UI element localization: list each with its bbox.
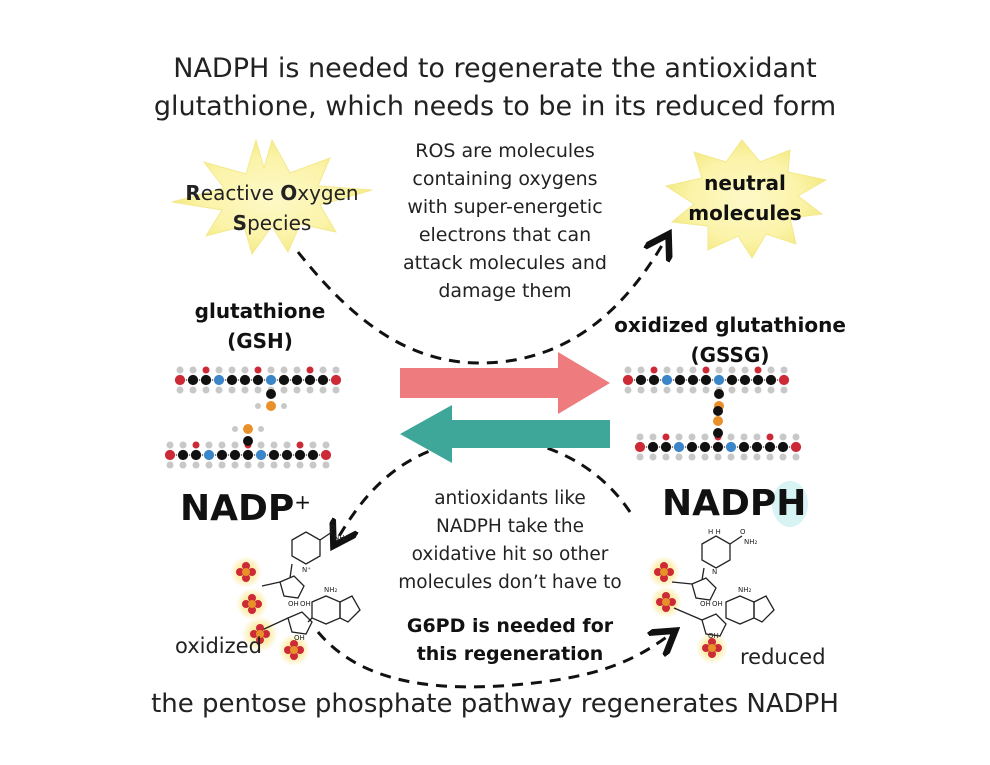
svg-text:H H: H H bbox=[708, 528, 721, 536]
ros-description-line: electrons that can bbox=[418, 224, 592, 246]
g6pd-note-line: this regeneration bbox=[416, 643, 604, 665]
svg-text:O: O bbox=[330, 524, 336, 532]
glutathione-label-line-2: (GSH) bbox=[227, 329, 293, 353]
glutathione-label-line-1: glutathione bbox=[194, 299, 326, 323]
svg-text:OH: OH bbox=[708, 632, 719, 640]
antioxidant-note-line: NADPH take the bbox=[436, 516, 584, 537]
svg-text:NH₂: NH₂ bbox=[324, 586, 338, 594]
nadph-label-h: H bbox=[776, 483, 807, 524]
antioxidant-note-line: antioxidants like bbox=[434, 488, 586, 509]
gssg-molecule-top-icon bbox=[622, 366, 790, 411]
svg-text:O: O bbox=[740, 528, 746, 536]
bottom-caption: the pentose phosphate pathway regenerate… bbox=[151, 689, 839, 719]
ros-description-line: ROS are molecules bbox=[415, 140, 595, 162]
ros-word-3-rest: pecies bbox=[247, 211, 312, 235]
nadp-label-main: NADP bbox=[180, 488, 295, 529]
ros-description-line: containing oxygens bbox=[412, 168, 598, 190]
glutathione-label: glutathione (GSH) bbox=[180, 296, 340, 356]
ros-initial-s: S bbox=[232, 211, 248, 235]
reduced-label: reduced bbox=[740, 645, 826, 669]
svg-text:OH: OH bbox=[300, 600, 311, 608]
svg-text:NH₂: NH₂ bbox=[334, 534, 348, 542]
oxidized-glutathione-label: oxidized glutathione (GSSG) bbox=[600, 310, 860, 370]
nadph-label-main: NADP bbox=[662, 483, 777, 524]
ros-starburst-icon bbox=[171, 138, 373, 256]
nadph-label: NADPH bbox=[662, 483, 806, 524]
ros-description-line: with super-energetic bbox=[407, 196, 603, 218]
oxidized-label: oxidized bbox=[175, 634, 262, 658]
gsh-molecule-bottom-icon bbox=[164, 424, 332, 469]
reverse-block-arrow-icon bbox=[400, 405, 610, 463]
neutral-label-line-2: molecules bbox=[688, 201, 802, 225]
nadph-to-nadp-dashed-arrow-icon bbox=[338, 436, 632, 538]
svg-text:OH: OH bbox=[288, 600, 299, 608]
neutral-label-line-1: neutral bbox=[704, 171, 786, 195]
svg-text:OH: OH bbox=[294, 634, 305, 642]
ros-label: Reactive Oxygen Species bbox=[172, 178, 372, 238]
neutral-molecules-label: neutral molecules bbox=[670, 168, 820, 228]
ros-label-line-2: Species bbox=[172, 208, 372, 238]
gssg-molecule-bottom-icon bbox=[634, 406, 802, 461]
nadp-label: NADP+ bbox=[180, 488, 311, 529]
ros-initial-o: O bbox=[280, 181, 298, 205]
gssg-label-line-2: (GSSG) bbox=[690, 343, 770, 367]
ppp-dashed-arrow-icon bbox=[316, 632, 668, 689]
g6pd-note: G6PD is needed for this regeneration bbox=[385, 612, 635, 668]
ros-description-line: damage them bbox=[438, 280, 572, 302]
title-line-1: NADPH is needed to regenerate the antiox… bbox=[173, 53, 817, 84]
ros-to-neutral-dashed-arrow-icon bbox=[296, 242, 664, 365]
svg-text:NH₂: NH₂ bbox=[738, 586, 752, 594]
gsh-molecule-top-icon bbox=[174, 366, 342, 411]
ros-word-2-rest: xygen bbox=[297, 181, 359, 205]
nadp-label-charge: + bbox=[294, 490, 312, 514]
svg-text:OH: OH bbox=[712, 600, 723, 608]
antioxidant-note: antioxidants like NADPH take the oxidati… bbox=[385, 485, 635, 597]
slide-title: NADPH is needed to regenerate the antiox… bbox=[95, 50, 895, 126]
gssg-label-line-1: oxidized glutathione bbox=[614, 313, 846, 337]
svg-text:N: N bbox=[712, 568, 717, 576]
title-line-2: glutathione, which needs to be in its re… bbox=[153, 91, 837, 122]
svg-text:OH: OH bbox=[700, 600, 711, 608]
ros-word-1-rest: eactive bbox=[200, 181, 281, 205]
forward-block-arrow-icon bbox=[400, 352, 610, 414]
ros-label-line-1: Reactive Oxygen bbox=[172, 178, 372, 208]
ros-description: ROS are molecules containing oxygens wit… bbox=[385, 137, 625, 305]
svg-text:N⁺: N⁺ bbox=[302, 566, 311, 574]
antioxidant-note-line: molecules don’t have to bbox=[398, 572, 622, 593]
neutral-starburst-icon bbox=[664, 139, 828, 259]
svg-text:NH₂: NH₂ bbox=[744, 538, 758, 546]
ros-description-line: attack molecules and bbox=[403, 252, 607, 274]
ros-initial-r: R bbox=[185, 181, 201, 205]
g6pd-note-line: G6PD is needed for bbox=[406, 615, 614, 637]
antioxidant-note-line: oxidative hit so other bbox=[411, 544, 609, 565]
